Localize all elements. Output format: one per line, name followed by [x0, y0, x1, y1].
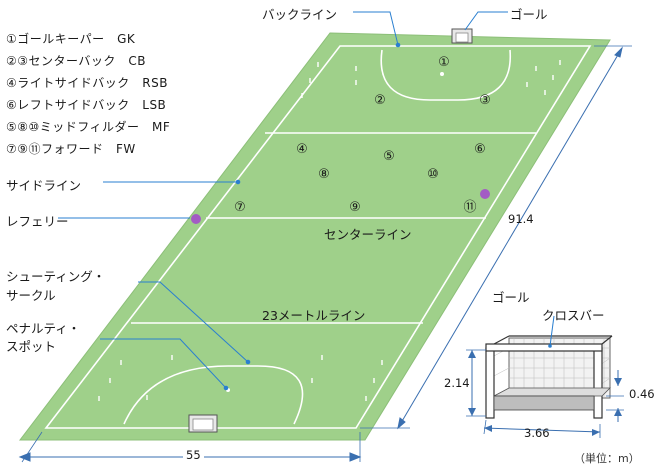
- goal-detail: [466, 315, 624, 438]
- field-length-value: 91.4: [508, 212, 534, 226]
- penalty-spot-label-line1: ペナルティ・: [6, 321, 81, 336]
- penalty-spot-leader: [100, 338, 227, 389]
- goal-height-value: 2.14: [444, 376, 470, 390]
- position-8: ⑧: [318, 167, 330, 182]
- penalty-spot-top: [440, 72, 444, 76]
- legend-lsb: ⑥レフトサイドバック LSB: [6, 98, 167, 112]
- goal-width-value: 3.66: [524, 426, 550, 440]
- position-5: ⑤: [383, 149, 395, 164]
- shooting-circle-label-line1: シューティング・: [6, 269, 106, 284]
- player-positions: ① ② ③ ④ ⑤ ⑥ ⑧ ⑩ ⑦ ⑨ ⑪: [234, 55, 491, 215]
- field-surface: [18, 32, 611, 441]
- goal-bottom: [188, 414, 218, 433]
- position-6: ⑥: [474, 142, 486, 157]
- position-9: ⑨: [349, 200, 361, 215]
- position-4: ④: [296, 142, 308, 157]
- legend-mf: ⑤⑧⑩ミッドフィルダー MF: [6, 120, 171, 134]
- position-11: ⑪: [463, 200, 476, 215]
- legend-cb: ②③センターバック CB: [6, 54, 147, 68]
- field-width-value: 55: [183, 448, 204, 462]
- field-lines: [44, 45, 592, 429]
- position-10: ⑩: [427, 167, 439, 182]
- referee-label: レフェリー: [6, 214, 69, 229]
- side-line-label: サイドライン: [6, 178, 82, 193]
- penalty-spot-label-line2: スポット: [6, 339, 57, 354]
- line-23m-label: 23メートルライン: [262, 308, 366, 323]
- shooting-circle-label-line2: サークル: [6, 288, 56, 303]
- shooting-circle-top: [380, 49, 511, 101]
- crossbar-label: クロスバー: [542, 308, 605, 323]
- position-7: ⑦: [234, 200, 246, 215]
- legend-fw: ⑦⑨⑪フォワード FW: [6, 142, 136, 156]
- position-2: ②: [374, 93, 386, 108]
- back-line-leader: [353, 11, 399, 46]
- hash-marks: [98, 60, 561, 401]
- position-1: ①: [438, 55, 450, 70]
- center-line-label: センターライン: [324, 227, 412, 242]
- backboard-height-value: 0.46: [629, 387, 655, 401]
- goal-top-leader: [464, 11, 508, 31]
- goal-top-label: ゴール: [510, 7, 548, 22]
- leader-lines: [58, 11, 508, 391]
- legend-gk: ①ゴールキーパー GK: [6, 32, 136, 46]
- position-3: ③: [479, 93, 491, 108]
- unit-note: （単位：m）: [574, 452, 640, 465]
- boundary-line: [44, 45, 592, 429]
- referee-marker-right: [480, 189, 490, 199]
- back-line-label: バックライン: [262, 7, 338, 22]
- length-dim-line: [397, 47, 623, 429]
- shooting-circle-leader: [138, 281, 249, 363]
- legend-rsb: ④ライトサイドバック RSB: [6, 76, 168, 90]
- goal-top: [451, 28, 473, 44]
- goal-detail-title: ゴール: [492, 290, 530, 305]
- shooting-circle-bottom: [123, 365, 304, 425]
- referee-marker-left: [191, 214, 201, 224]
